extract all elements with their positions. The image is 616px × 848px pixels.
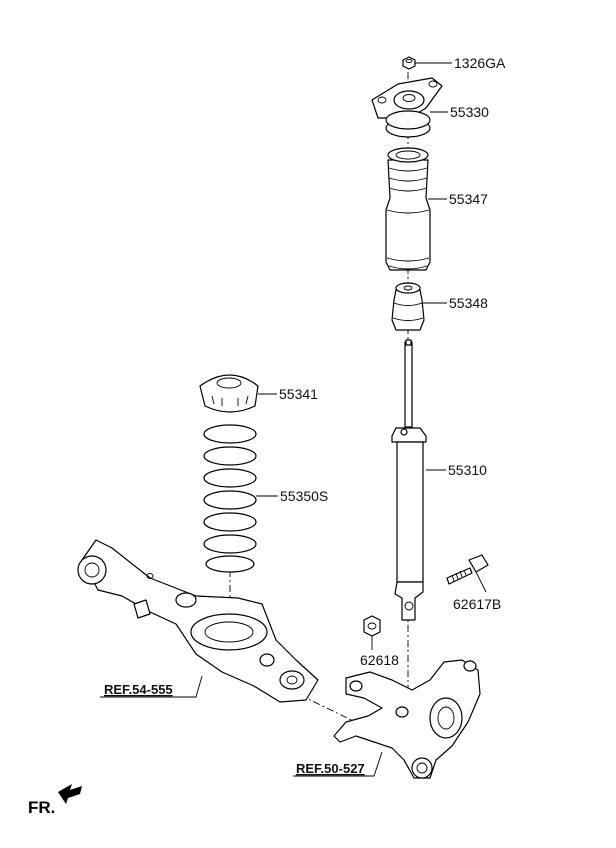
rear-knuckle[interactable]	[333, 659, 481, 779]
strut-mount-55330[interactable]	[371, 77, 443, 138]
label-62617b: 62617B	[453, 596, 501, 612]
front-direction-arrow-icon	[58, 784, 82, 804]
ref-label-trailing-arm[interactable]: REF.54-555	[104, 682, 173, 697]
ref-label-knuckle[interactable]: REF.50-527	[296, 761, 365, 776]
label-55341: 55341	[279, 386, 318, 402]
nut-1326ga[interactable]	[402, 56, 416, 70]
lower-arm-assembly[interactable]	[77, 539, 319, 703]
coil-spring-55350s[interactable]	[203, 424, 257, 573]
label-55347: 55347	[449, 191, 488, 207]
shock-absorber-55310[interactable]	[391, 339, 427, 621]
label-62618: 62618	[360, 652, 399, 668]
leader-62617b	[475, 571, 487, 593]
bolt-62617b[interactable]	[446, 554, 489, 585]
label-1326ga: 1326GA	[454, 55, 506, 71]
label-55350s: 55350S	[280, 488, 328, 504]
label-55310: 55310	[448, 462, 487, 478]
bump-stopper-55348[interactable]	[391, 282, 425, 331]
leader-ref-54-555	[100, 675, 203, 698]
label-55348: 55348	[449, 295, 488, 311]
label-55330: 55330	[450, 104, 489, 120]
leader-ref-50-527	[293, 751, 383, 777]
spring-pad-55341[interactable]	[199, 374, 259, 413]
front-direction-label: FR.	[28, 798, 55, 817]
nut-62618[interactable]	[363, 615, 381, 637]
dust-boot-55347[interactable]	[385, 147, 431, 271]
